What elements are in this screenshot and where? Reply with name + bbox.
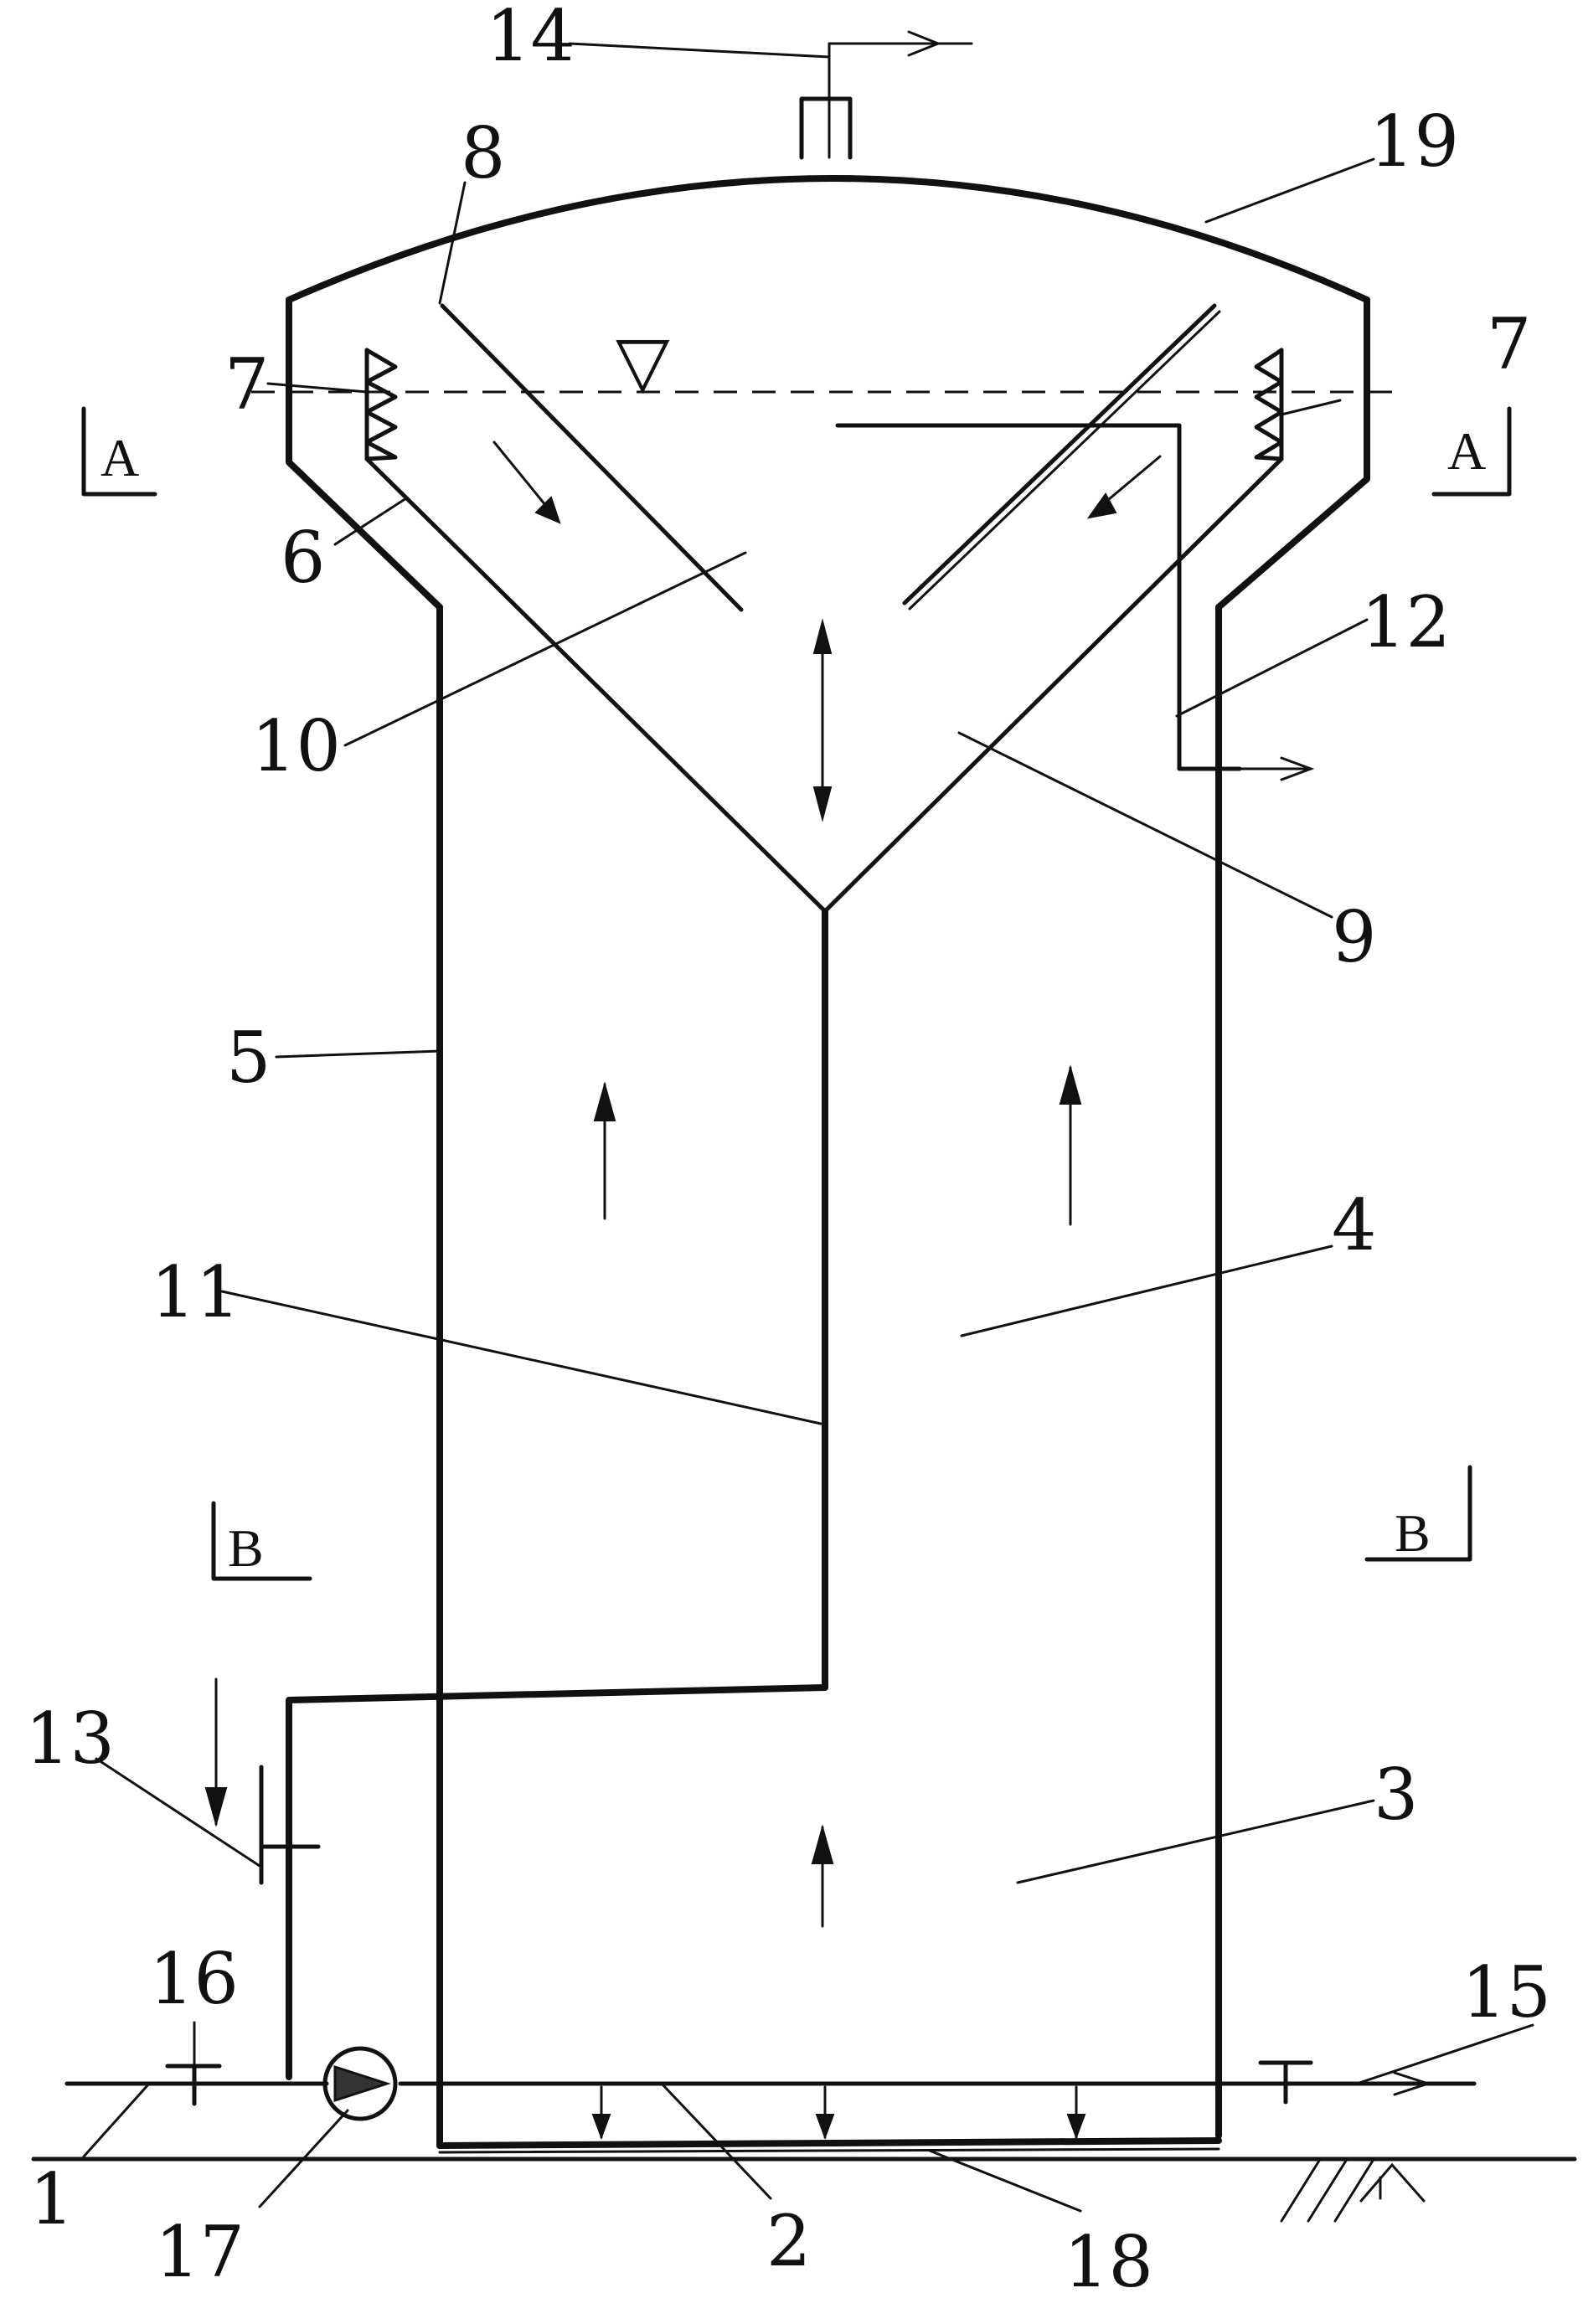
baffle-right (902, 303, 1221, 611)
dome-cover (286, 175, 1370, 303)
label-2: 2 (766, 2200, 811, 2282)
svg-text:A: A (101, 428, 139, 487)
gas-outlet (799, 30, 973, 160)
label-6: 6 (281, 517, 325, 599)
label-19: 19 (1369, 100, 1459, 183)
label-11: 11 (151, 1251, 240, 1333)
label-7-right: 7 (1487, 303, 1531, 385)
pump (322, 2046, 398, 2121)
valve-13 (259, 1765, 321, 1885)
label-16: 16 (149, 1938, 239, 2020)
svg-text:A: A (1447, 421, 1486, 481)
section-mark-b-left: B (211, 1501, 312, 1581)
valve-16 (165, 2064, 222, 2106)
leader-lines (82, 42, 1534, 2213)
baffle-left (440, 303, 744, 612)
label-12: 12 (1361, 581, 1451, 663)
label-3: 3 (1374, 1754, 1418, 1836)
label-9: 9 (1332, 896, 1376, 978)
weir-right (1254, 348, 1284, 461)
label-17: 17 (155, 2211, 245, 2293)
bottom-plate (436, 2137, 1222, 2154)
label-8: 8 (461, 112, 505, 194)
outlet-pipe (1216, 2060, 1477, 2105)
label-10: 10 (251, 705, 341, 787)
svg-text:B: B (1395, 1503, 1431, 1563)
central-partition (286, 908, 828, 2080)
label-7-left: 7 (224, 343, 269, 425)
cylinder-wall (436, 604, 1222, 2149)
label-15: 15 (1462, 1951, 1551, 2033)
label-5: 5 (226, 1017, 271, 1099)
section-mark-a-left: A (81, 406, 157, 497)
ground (31, 2157, 1577, 2223)
weir-left (364, 348, 398, 461)
label-13: 13 (25, 1698, 115, 1780)
label-1: 1 (29, 2158, 74, 2240)
flow-arrows (204, 441, 1162, 2140)
label-4: 4 (1332, 1184, 1376, 1266)
effluent-pipe (835, 423, 1315, 781)
label-14: 14 (486, 0, 575, 77)
water-level-symbol: ▽ (616, 320, 670, 402)
label-18: 18 (1064, 2221, 1153, 2303)
svg-text:B: B (228, 1518, 264, 1578)
outer-shell-upper (286, 296, 1370, 611)
section-mark-b-right: B (1364, 1465, 1472, 1563)
section-mark-a-right: A (1431, 406, 1512, 497)
